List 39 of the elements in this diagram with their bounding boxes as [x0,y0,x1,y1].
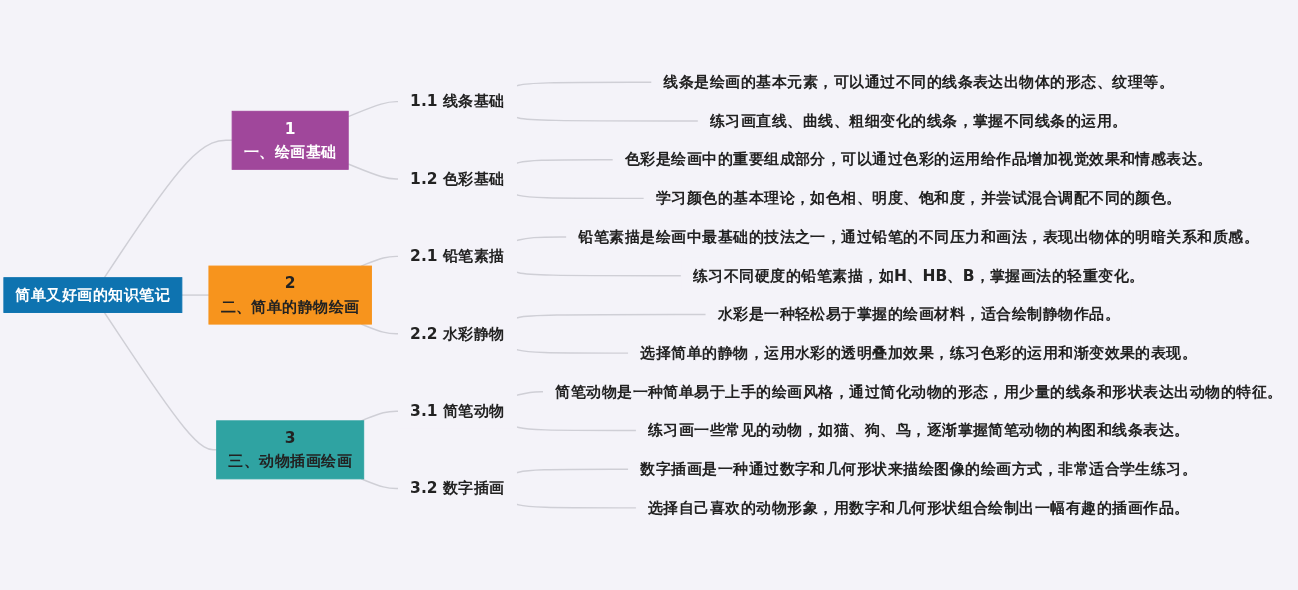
node-text: 选择简单的静物，运用水彩的透明叠加效果，练习色彩的运用和渐变效果的表现。 [640,343,1198,362]
node-box: 简单又好画的知识笔记 [3,277,183,313]
connector [515,313,707,319]
node-text: 线条是绘画的基本元素，可以通过不同的线条表达出物体的形态、纹理等。 [663,72,1175,91]
node-text: 水彩是一种轻松易于掌握的绘画材料，适合绘制静物作品。 [717,304,1121,324]
node-text: 铅笔素描是绘画中最基础的技法之一，通过铅笔的不同压力和画法，表现出物体的明暗关系和质感。 [578,227,1260,246]
node-text: 练习画一些常见的动物，如猫、狗、鸟，逐渐掌握简笔动物的构图和线条表达。 [647,420,1190,440]
node-text: 3.2 数字插画 [410,478,505,498]
connector [515,193,645,199]
connector [515,468,630,474]
connector [515,426,638,432]
node-text: 2.1 铅笔素描 [410,246,505,266]
connector [347,163,400,180]
connector [515,81,653,87]
connector [103,139,233,279]
node-box: 2 二、简单的静物绘画 [208,265,372,325]
connector [103,311,218,451]
node-text: 3.1 简笔动物 [410,401,505,420]
node-text: 选择自己喜欢的动物形象，用数字和几何形状组合绘制出一幅有趣的插画作品。 [647,498,1190,517]
connector [360,478,400,490]
node-text: 数字插画是一种通过数字和几何形状来描绘图像的绘画方式，非常适合学生练习。 [640,459,1198,478]
node-text: 色彩是绘画中的重要组成部分，可以通过色彩的运用给作品增加视觉效果和情感表达。 [624,149,1213,169]
connector [515,158,614,164]
node-box: 3 三、动物插画绘画 [216,420,365,480]
connector [515,503,638,509]
connector [347,100,400,118]
node-box: 1 一、绘画基础 [231,110,349,170]
node-text: 学习颜色的基本理论，如色相、明度、饱和度，并尝试混合调配不同的颜色。 [655,188,1182,207]
connector [515,236,568,242]
connector [515,116,699,122]
node-text: 1.1 线条基础 [410,91,505,111]
connector [515,348,630,354]
connector [515,271,682,277]
connector [515,391,545,397]
node-text: 1.2 色彩基础 [410,169,505,188]
node-text: 2.2 水彩静物 [410,324,505,343]
node-text: 简笔动物是一种简单易于上手的绘画风格，通过简化动物的形态，用少量的线条和形状表达出动物的特征。 [555,382,1283,401]
node-text: 练习不同硬度的铅笔素描，如H、HB、B，掌握画法的轻重变化。 [692,265,1145,285]
node-text: 练习画直线、曲线、粗细变化的线条，掌握不同线条的运用。 [709,111,1128,130]
